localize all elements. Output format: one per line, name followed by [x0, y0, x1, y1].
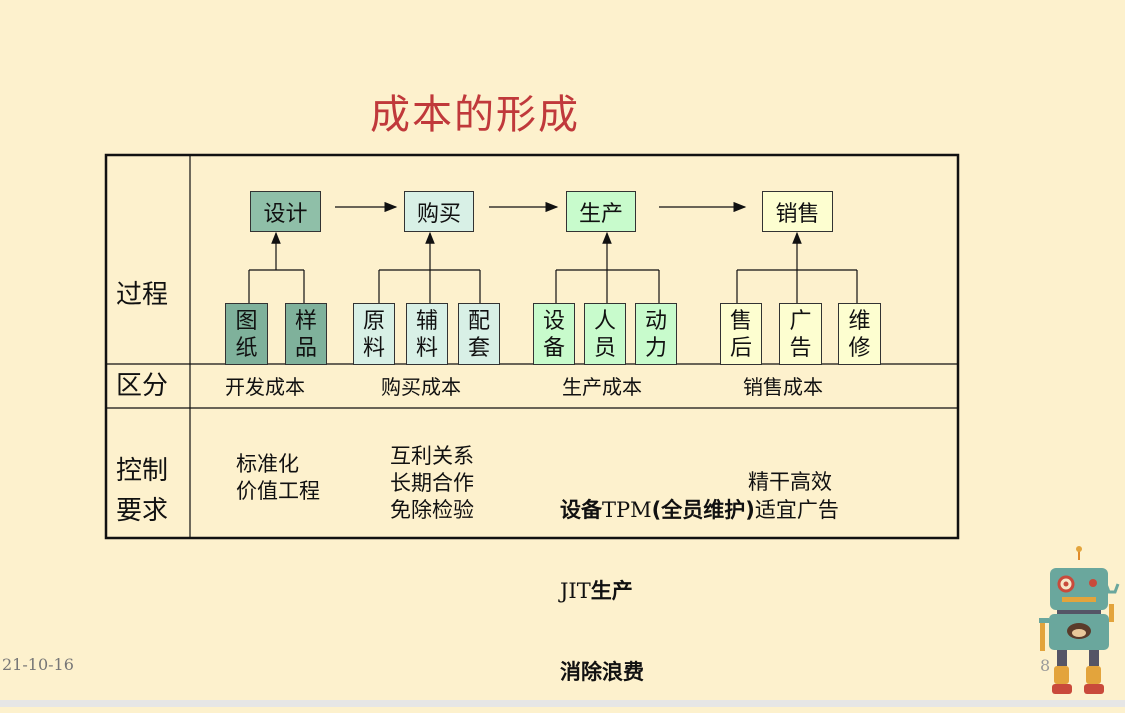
- robot-icon: [1039, 546, 1120, 694]
- input-char: 样: [294, 309, 317, 334]
- stage-sales: 销售: [762, 191, 833, 232]
- requirement-item: JIT生产: [560, 578, 839, 605]
- footer-date: 21-10-16: [2, 655, 74, 674]
- input-auxiliary-materials: 辅料: [406, 303, 448, 365]
- requirement-text: 生产: [590, 579, 633, 603]
- requirement-item: 长期合作: [390, 471, 474, 495]
- category-sales-cost: 销售成本: [743, 375, 823, 399]
- input-char: 后: [729, 336, 752, 361]
- input-samples: 样品: [285, 303, 327, 365]
- input-advertising: 广告: [779, 303, 822, 365]
- requirement-text: 消除浪费: [560, 660, 644, 684]
- tree-connector-purchase: [378, 231, 481, 303]
- category-production-cost: 生产成本: [562, 375, 642, 399]
- input-supporting-parts: 配套: [458, 303, 500, 365]
- bottom-strip: [0, 700, 1125, 707]
- row-label-control-line: 要求: [116, 496, 169, 526]
- input-char: 人: [593, 309, 616, 334]
- requirements-purchase: 互利关系长期合作免除检验: [390, 443, 474, 524]
- input-char: 图: [235, 309, 258, 334]
- requirements-sales: 精干高效: [748, 470, 832, 494]
- requirement-text: JIT: [560, 579, 591, 603]
- requirement-text: 适宜广告: [754, 498, 839, 522]
- requirement-text: (全员维护): [651, 498, 755, 522]
- input-char: 广: [789, 309, 812, 334]
- row-label-control: 控制 要求: [116, 451, 168, 531]
- stage-production: 生产: [566, 191, 636, 232]
- input-personnel: 人员: [584, 303, 626, 365]
- input-drawings: 图纸: [225, 303, 268, 365]
- input-char: 料: [415, 336, 438, 361]
- input-char: 员: [593, 336, 616, 361]
- category-development-cost: 开发成本: [225, 375, 305, 399]
- input-equipment: 设备: [533, 303, 575, 365]
- input-char: 售: [729, 309, 752, 334]
- requirement-item: 互利关系: [390, 444, 474, 468]
- tree-connector-design: [248, 231, 305, 303]
- requirement-text: 设备: [560, 498, 602, 522]
- input-char: 备: [542, 336, 565, 361]
- page-number: 8: [1040, 656, 1051, 675]
- input-char: 维: [848, 309, 871, 334]
- input-power: 动力: [635, 303, 677, 365]
- input-char: 配: [467, 309, 490, 334]
- category-purchase-cost: 购买成本: [381, 375, 461, 399]
- input-char: 原: [362, 309, 385, 334]
- input-char: 力: [644, 336, 667, 361]
- input-char: 品: [294, 336, 317, 361]
- input-char: 告: [789, 336, 812, 361]
- input-char: 套: [467, 336, 490, 361]
- input-char: 设: [542, 309, 565, 334]
- tree-connector-production: [555, 231, 660, 303]
- input-raw-materials: 原料: [353, 303, 395, 365]
- input-char: 动: [644, 309, 667, 334]
- input-char: 辅: [415, 309, 438, 334]
- row-label-control-line: 控制: [116, 456, 169, 486]
- page-title: 成本的形成: [370, 92, 580, 138]
- tree-connector-sales: [736, 231, 858, 303]
- requirement-item: 价值工程: [236, 479, 320, 503]
- stage-purchase: 购买: [404, 191, 474, 232]
- requirement-item: 消除浪费: [560, 659, 839, 686]
- input-char: 纸: [235, 336, 258, 361]
- requirement-item: 标准化: [236, 452, 299, 476]
- requirements-development: 标准化价值工程: [236, 451, 320, 505]
- stage-design: 设计: [250, 191, 321, 232]
- requirement-text: TPM: [602, 498, 652, 522]
- requirement-item: 免除检验: [390, 498, 474, 522]
- input-maintenance: 维修: [838, 303, 881, 365]
- input-char: 料: [362, 336, 385, 361]
- row-label-category: 区分: [116, 371, 169, 401]
- table-frame: [104, 153, 960, 540]
- input-after-sales: 售后: [720, 303, 762, 365]
- requirements-production: 设备TPM(全员维护)适宜广告 JIT生产 消除浪费: [560, 443, 839, 713]
- row-label-process: 过程: [116, 280, 169, 310]
- input-char: 修: [848, 336, 871, 361]
- requirement-item: 设备TPM(全员维护)适宜广告: [560, 497, 839, 524]
